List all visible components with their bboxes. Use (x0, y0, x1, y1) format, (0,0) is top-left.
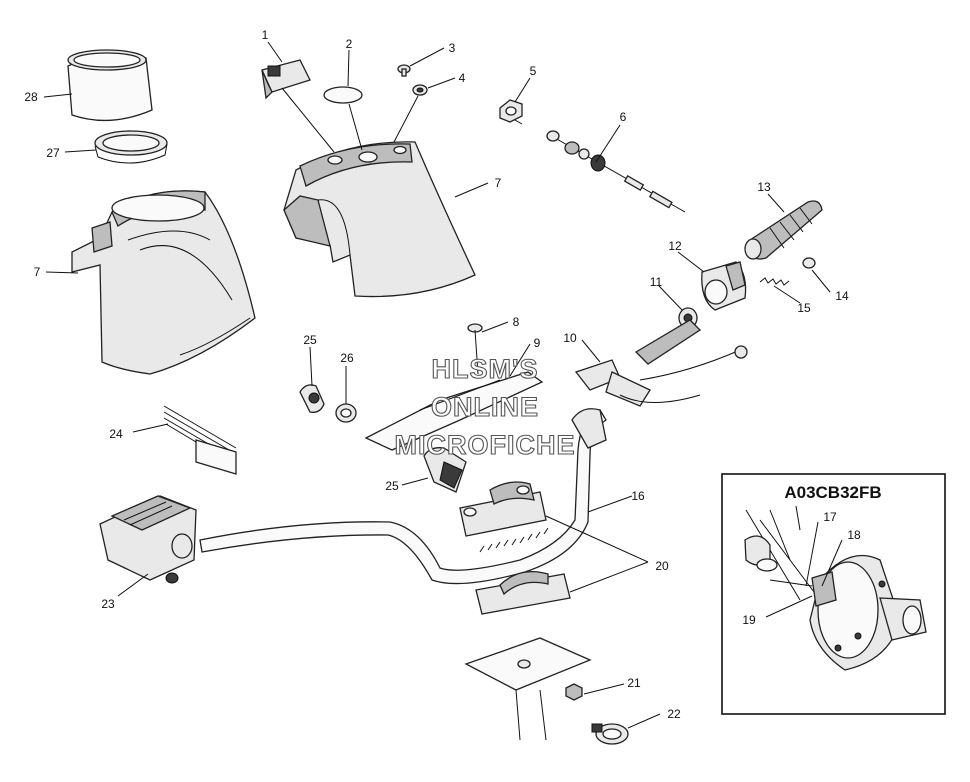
callout-12: 12 (668, 239, 682, 253)
part-2-gasket (323, 86, 363, 104)
inset-detail: A03CB32FB (721, 473, 946, 715)
callout-21: 21 (627, 676, 641, 690)
part-5-nut (499, 99, 523, 123)
part-25-switch-upper (299, 384, 325, 413)
part-7-headlight-pod-right (283, 141, 476, 298)
part-3-screw (397, 64, 411, 77)
part-16-handlebar (199, 408, 607, 585)
watermark-line-3: MICROFICHE (395, 430, 576, 460)
callout-labels: 1 2 3 4 5 6 7 7 8 9 10 11 12 13 14 15 16… (24, 28, 861, 721)
callout-24: 24 (109, 427, 123, 441)
callout-15: 15 (797, 301, 811, 315)
part-9-bracket (364, 371, 544, 451)
part-26-bezel (335, 403, 357, 423)
callout-23: 23 (101, 597, 115, 611)
callout-14: 14 (835, 289, 849, 303)
callout-1: 1 (262, 28, 269, 42)
callout-22: 22 (667, 707, 681, 721)
watermark: HLSM'S ONLINE MICROFICHE (394, 353, 576, 460)
callout-5: 5 (530, 64, 537, 78)
part-7-headlight-pod-left (71, 190, 256, 375)
part-1-switch (261, 59, 311, 100)
callout-3: 3 (449, 41, 456, 55)
part-4-grommet (412, 84, 428, 96)
callout-8: 8 (513, 315, 520, 329)
part-28-sleeve (67, 49, 153, 122)
part-27-ring (94, 130, 168, 164)
callout-28: 28 (24, 90, 38, 104)
callout-20: 20 (655, 559, 669, 573)
callout-25-upper: 25 (303, 333, 317, 347)
callout-27: 27 (46, 146, 60, 160)
inset-title: A03CB32FB (784, 483, 881, 502)
part-14-screw (802, 257, 816, 269)
callout-7-left: 7 (34, 265, 41, 279)
watermark-line-1: HLSM'S (432, 354, 539, 384)
callout-17: 17 (823, 510, 837, 524)
part-13-grip (744, 200, 823, 260)
part-10-brake-lever (574, 319, 748, 407)
callout-6: 6 (620, 110, 627, 124)
part-25-switch-lower (423, 447, 467, 493)
watermark-line-2: ONLINE (431, 392, 539, 422)
callout-25-lower: 25 (385, 479, 399, 493)
callout-7-right: 7 (495, 176, 502, 190)
part-20-clamp-lower (475, 571, 571, 615)
callout-13: 13 (757, 180, 771, 194)
part-15-spring (759, 277, 790, 286)
part-23-switch-housing (99, 495, 197, 584)
part-8-bolt (467, 323, 483, 375)
callout-4: 4 (459, 71, 466, 85)
part-21-mount-plate (464, 637, 592, 741)
part-20-clamp-upper (459, 481, 547, 537)
callout-9: 9 (534, 336, 541, 350)
callout-26: 26 (340, 351, 354, 365)
part-12-throttle-housing (701, 261, 747, 311)
callout-11: 11 (650, 275, 663, 289)
callout-16: 16 (631, 489, 645, 503)
callout-19: 19 (742, 613, 756, 627)
leader-lines (43, 41, 831, 729)
part-24-decal-strips (163, 405, 237, 475)
callout-2: 2 (346, 37, 353, 51)
part-22-hose-clamp (591, 723, 629, 745)
callout-18: 18 (847, 528, 861, 542)
callout-10: 10 (563, 331, 577, 345)
part-6-shaft-assembly (546, 130, 686, 213)
